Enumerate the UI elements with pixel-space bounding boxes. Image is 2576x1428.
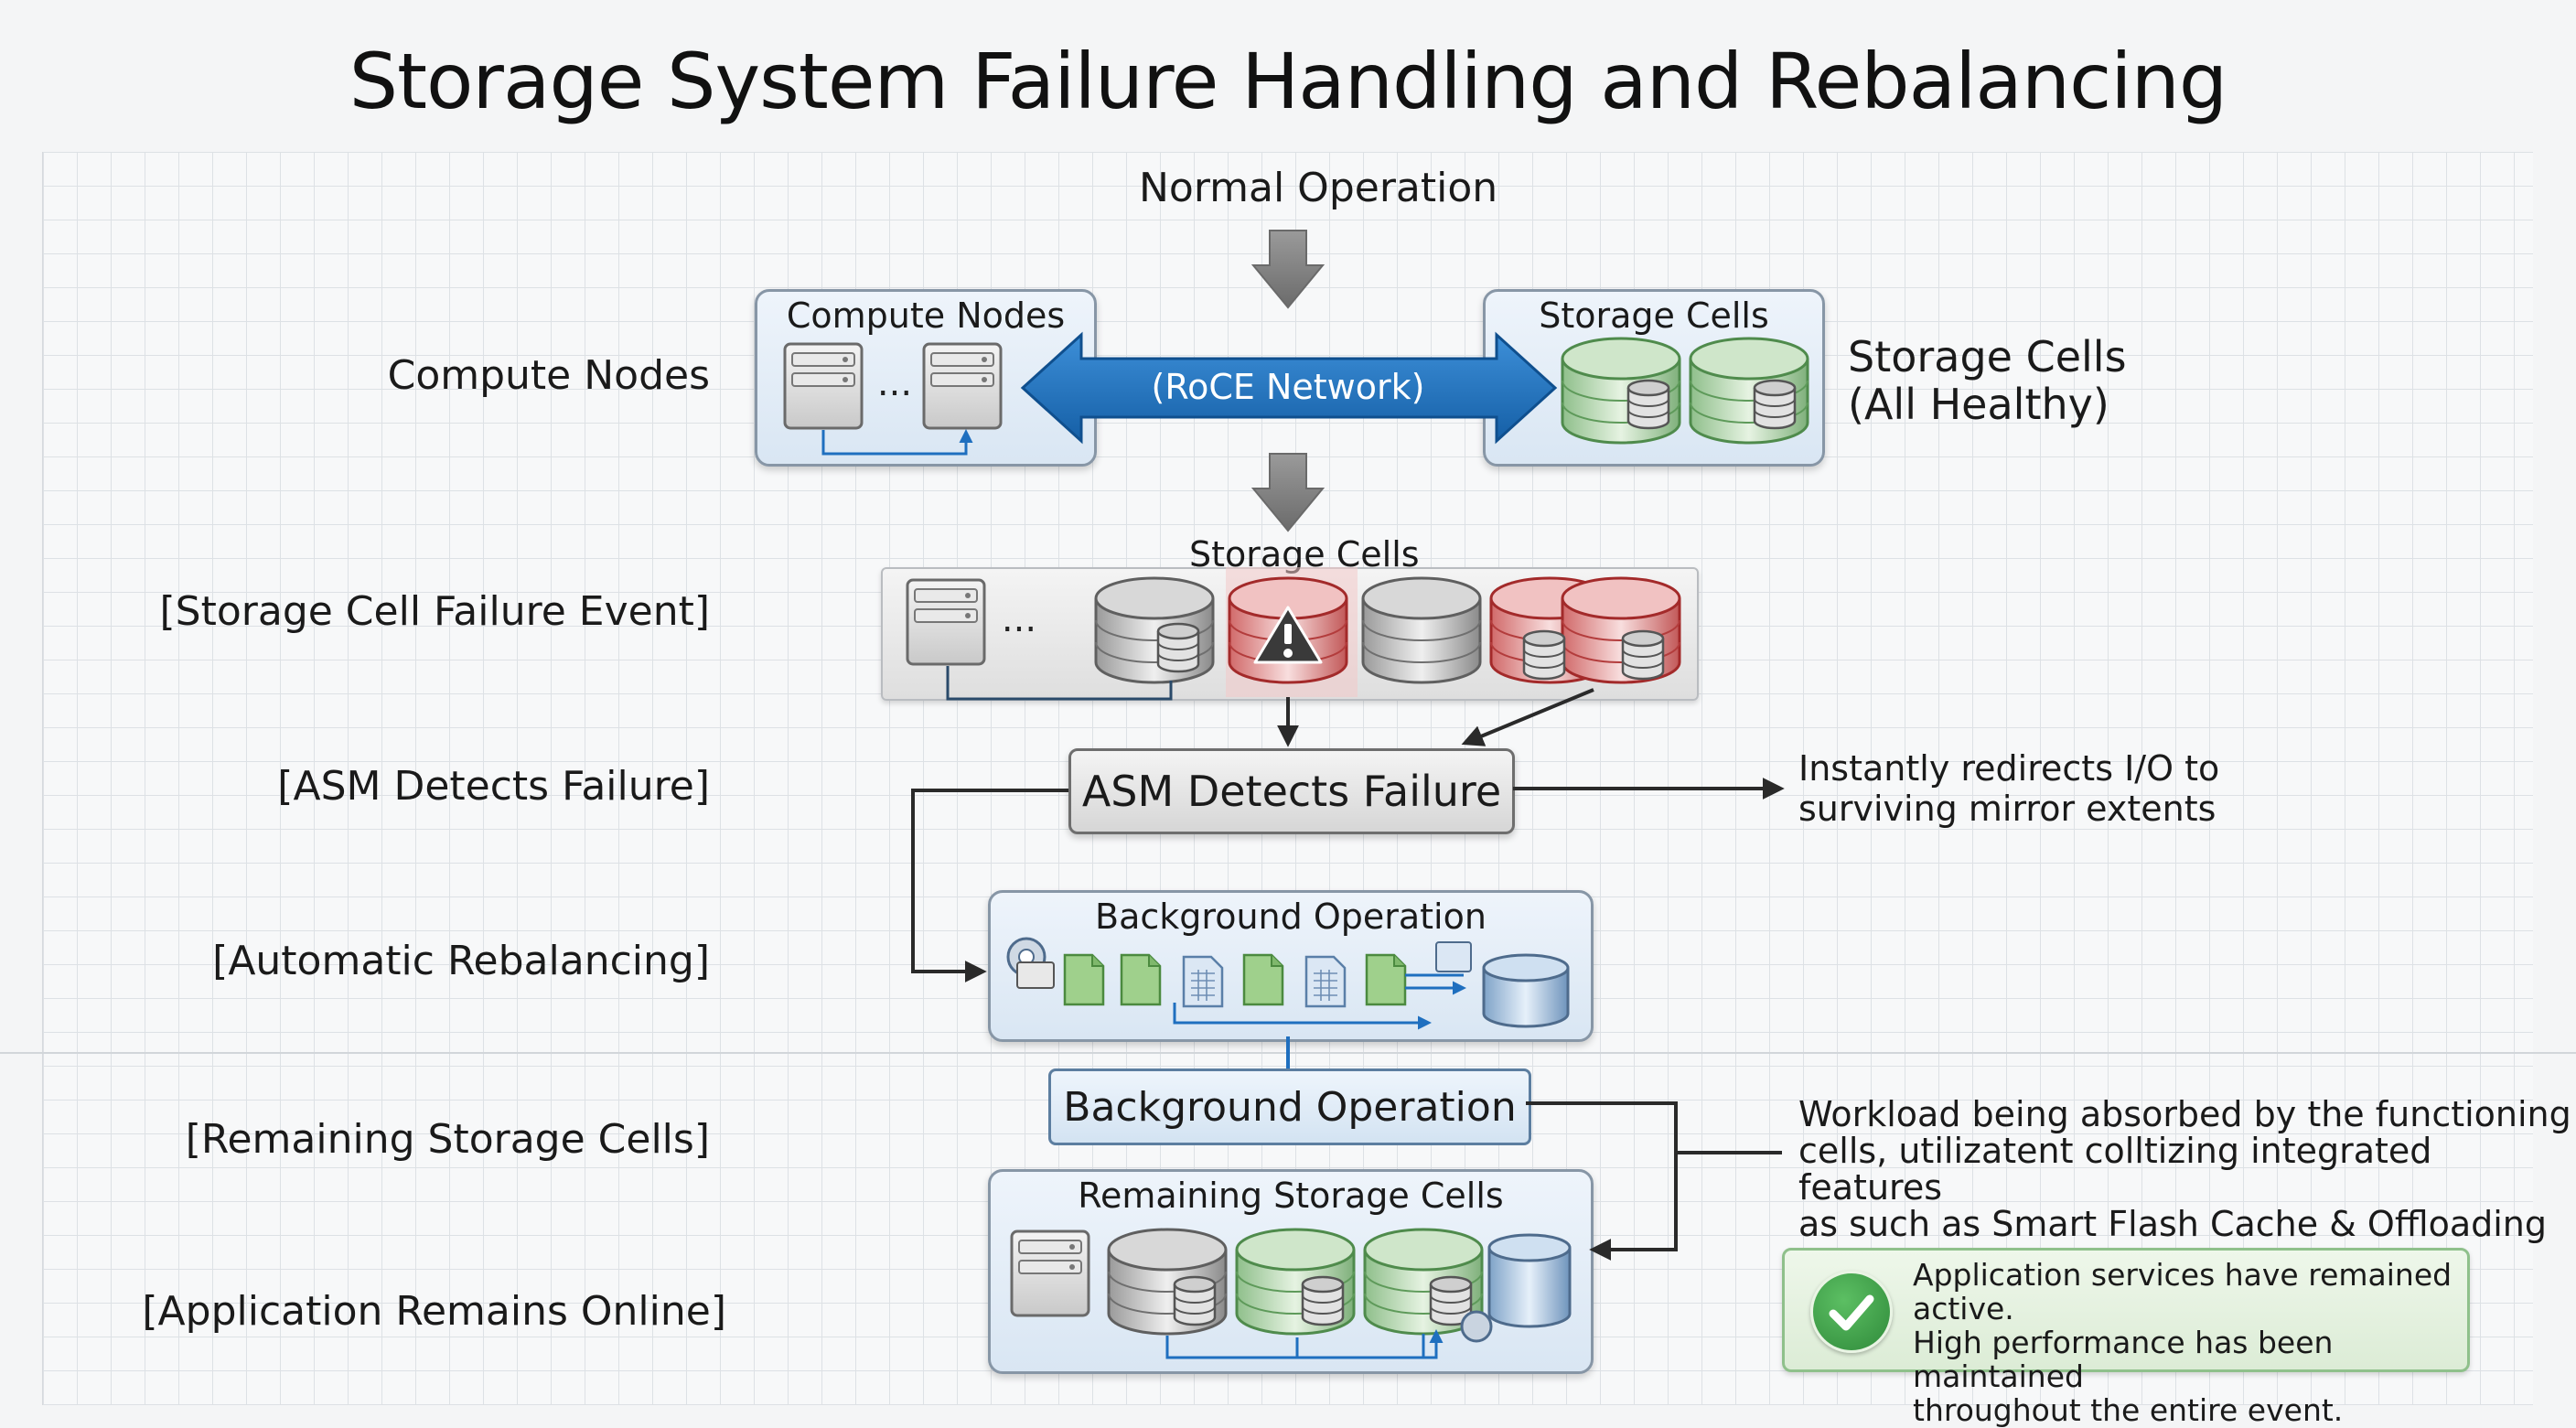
server-icon-2 [922,342,1003,430]
warning-icon [1253,606,1323,664]
failure-ellipsis: ... [1002,598,1036,640]
arrow-to-asm-2 [1461,688,1594,746]
database-icon-5 [1435,941,1570,1028]
workload-note: Workload being absorbed by the functioni… [1798,1094,2571,1244]
remaining-link [1165,1329,1444,1359]
document-icon-4 [1242,953,1284,1006]
compute-link [821,429,973,456]
remaining-link-2 [1295,1334,1425,1358]
document-icon-6 [1365,953,1407,1006]
database-icon-4 [1361,576,1482,684]
failure-link [946,666,1173,701]
document-icon-3 [1182,955,1224,1008]
arrow-to-remaining [1526,1101,1678,1261]
server-icon [783,342,864,430]
database-icon-2 [1689,337,1809,445]
compute-ellipsis: ... [877,362,912,404]
roce-network-arrow [1020,331,1558,445]
database-icon-3 [1094,576,1215,684]
down-arrow-icon [1250,230,1326,309]
down-arrow-icon-2 [1250,453,1326,532]
database-icon-9 [1487,1233,1572,1328]
document-icon-5 [1304,955,1347,1008]
failed-database-icon-2 [1489,576,1681,684]
database-icon-6 [1107,1228,1228,1336]
asm-note: Instantly redirects I/O to surviving mir… [1798,748,2220,829]
normal-operation-label: Normal Operation [1139,165,1498,211]
database-icon-8 [1363,1228,1493,1343]
storage-panel-title: Storage Cells [1539,295,1769,336]
asm-detects-box: ASM Detects Failure [1068,748,1515,834]
database-icon [1561,337,1681,445]
server-icon-3 [906,578,986,666]
row-label-remaining-cells: [Remaining Storage Cells] [185,1116,710,1163]
document-icon-2 [1120,953,1162,1006]
row-label-app-online: [Application Remains Online] [142,1288,726,1335]
document-icon [1063,953,1105,1006]
row-label-asm-detects: [ASM Detects Failure] [277,763,710,810]
row-label-compute-nodes: Compute Nodes [387,352,710,399]
rebalance-panel-title: Background Operation [1095,897,1487,937]
check-icon [1810,1271,1893,1353]
row-label-failure-event: [Storage Cell Failure Event] [159,588,711,635]
row-label-auto-rebalancing: [Automatic Rebalancing] [212,938,710,984]
remaining-panel-title: Remaining Storage Cells [1078,1176,1504,1216]
rebalance-flow [1173,1003,1432,1030]
database-icon-7 [1235,1228,1356,1336]
gear-icon [1006,937,1055,989]
network-label: (RoCE Network) [1152,367,1425,407]
app-online-note: Application services have remained activ… [1782,1248,2470,1427]
server-icon-4 [1010,1229,1090,1317]
storage-status-label: Storage Cells (All Healthy) [1848,332,2127,429]
diagram-title: Storage System Failure Handling and Reba… [349,37,2227,126]
compute-panel-title: Compute Nodes [786,295,1066,336]
rebalance-flow-2 [1405,973,1464,988]
arrow-to-rebalance [911,789,1068,982]
background-operation-box: Background Operation [1048,1068,1531,1145]
